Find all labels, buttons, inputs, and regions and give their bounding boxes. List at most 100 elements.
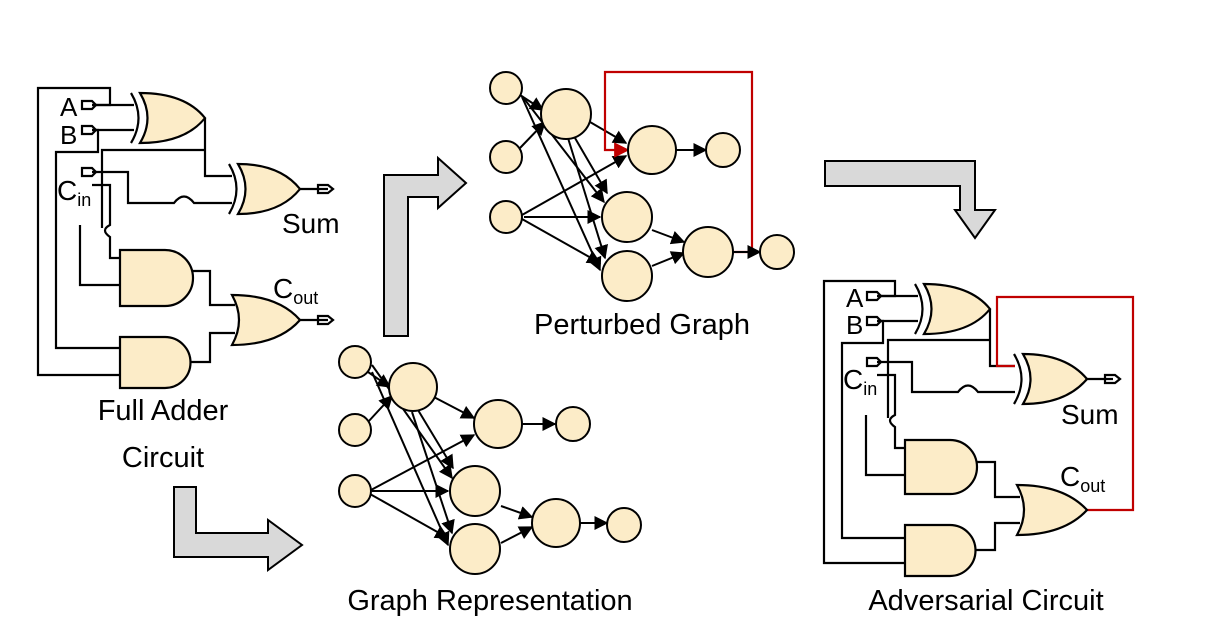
adv-xor-gate-1: [922, 282, 992, 336]
adv-wire-xor-and: [886, 338, 990, 418]
perturbed-node: [601, 250, 653, 302]
adv-xor-gate-1-back: [914, 283, 924, 335]
xor-gate-1: [138, 91, 207, 145]
graph-representation: Graph Representation: [338, 345, 642, 617]
graph-node: [449, 523, 501, 575]
wire-xor-and: [100, 148, 205, 228]
graph-node: [555, 406, 591, 442]
pin-cout: [316, 314, 335, 326]
graph-edge: [369, 493, 450, 539]
graph-node: [531, 498, 581, 548]
pin-a: [80, 99, 98, 111]
adversarial-circuit-caption: Adversarial Circuit: [868, 585, 1103, 617]
graph-edge: [411, 411, 455, 535]
adv-wire-and1-out: [975, 460, 1020, 499]
wire-cin: [92, 170, 232, 205]
perturbed-node: [489, 140, 523, 174]
graph-edge: [500, 526, 534, 544]
adv-wire-cin: [877, 360, 1015, 394]
graph-edge: [367, 394, 393, 423]
wire-cin-and: [92, 183, 120, 260]
perturbed-edge: [651, 251, 686, 267]
graph-node: [473, 399, 523, 449]
adv-pin-sum: [1103, 373, 1122, 385]
full-adder-circuit: A B Cin Sum Cout Full Adder Circuit: [36, 86, 340, 474]
adv-signal-b-label: B: [846, 310, 863, 340]
perturbed-edge: [589, 121, 628, 144]
adv-or-gate: [1015, 483, 1089, 537]
wire-and2-out: [190, 331, 235, 364]
pin-cin: [80, 166, 98, 178]
flow-arrow-to-graph: [173, 486, 304, 572]
flow-arrow-to-adversarial: [824, 160, 997, 240]
perturbed-edge: [519, 120, 546, 149]
adv-and-gate-2: [903, 523, 977, 578]
graph-node: [606, 507, 642, 543]
xor-gate-2-back: [228, 163, 238, 215]
signal-a-label: A: [60, 92, 78, 122]
wire-xor-out: [203, 118, 232, 178]
adversarial-circuit: A B Cin Sum Cout Adversarial Circuit: [822, 279, 1135, 617]
full-adder-caption-line2: Circuit: [122, 442, 204, 474]
graph-node: [388, 362, 438, 412]
adv-signal-cout-label: Cout: [1060, 461, 1105, 496]
and-gate-1: [118, 248, 195, 308]
perturbed-node: [759, 234, 795, 270]
pin-b: [80, 124, 98, 136]
or-gate: [230, 293, 302, 347]
perturbed-edge: [651, 229, 686, 245]
adv-and-gate-1: [903, 438, 979, 496]
perturbed-node: [489, 71, 523, 105]
perturbed-node: [540, 88, 592, 140]
graph-edge: [429, 394, 476, 419]
graph-node: [449, 465, 501, 517]
adv-pin-b: [865, 315, 883, 327]
wire-and1-out: [190, 269, 235, 307]
graph-edge: [371, 364, 453, 480]
adv-pin-a: [865, 290, 883, 302]
signal-cout-label: Cout: [273, 273, 318, 308]
perturbed-edge: [521, 155, 628, 216]
graph-node: [338, 474, 372, 508]
adv-wire-a-loop: [822, 279, 905, 565]
wire-and1-or: [78, 225, 120, 287]
graph-edge: [500, 505, 534, 520]
flow-arrow-to-perturbed: [383, 155, 468, 337]
signal-b-label: B: [60, 120, 77, 150]
adv-wire-xor-out: [988, 309, 1015, 368]
adv-wire-cin-and: [877, 373, 905, 450]
and-gate-2: [118, 335, 192, 390]
perturbed-node: [682, 226, 734, 278]
perturbed-node: [705, 132, 741, 168]
full-adder-caption-line1: Full Adder: [98, 395, 229, 427]
xor-gate-2: [236, 162, 302, 216]
adv-xor-gate-2-back: [1013, 353, 1023, 405]
perturbed-edge: [574, 137, 608, 195]
adv-signal-cin-label: Cin: [843, 364, 877, 399]
adv-xor-gate-2: [1021, 352, 1089, 406]
adv-wire-and2-out: [975, 521, 1020, 552]
adv-perturbation-wire: [995, 295, 1135, 512]
pin-sum: [316, 183, 335, 195]
signal-cin-label: Cin: [57, 175, 91, 210]
adv-pin-cin: [865, 356, 883, 368]
perturbed-node: [489, 200, 523, 234]
graph-node: [338, 413, 372, 447]
perturbed-node: [627, 125, 677, 175]
perturbed-edge: [521, 218, 602, 264]
graph-edge: [371, 371, 450, 547]
adv-signal-sum-label: Sum: [1061, 399, 1119, 430]
graph-edge: [417, 409, 454, 470]
adv-wire-and1-or: [864, 415, 905, 477]
perturbed-edge: [521, 95, 605, 204]
perturbed-node: [601, 191, 653, 243]
graph-edge: [370, 434, 476, 491]
xor-gate-1-back: [130, 92, 140, 144]
graph-representation-caption: Graph Representation: [347, 585, 632, 617]
graph-node: [338, 345, 372, 379]
adv-signal-a-label: A: [846, 283, 864, 313]
perturbed-edge: [567, 137, 608, 260]
perturbed-graph-caption: Perturbed Graph: [534, 309, 750, 341]
perturbed-graph: Perturbed Graph: [489, 70, 795, 341]
